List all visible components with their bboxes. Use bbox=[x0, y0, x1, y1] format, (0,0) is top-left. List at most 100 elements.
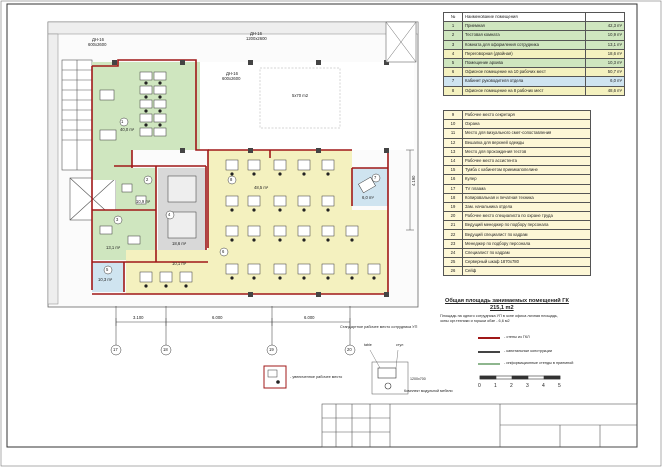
door-3-size: 1200x2600 bbox=[246, 36, 267, 41]
row-no: 3 bbox=[443, 39, 463, 50]
legend-name: Кулер bbox=[462, 174, 591, 185]
facade-band bbox=[47, 21, 419, 35]
title-block bbox=[321, 403, 638, 448]
left-facade bbox=[47, 33, 59, 305]
room-8-open-office bbox=[208, 150, 388, 294]
row-area: 50,7 m² bbox=[585, 67, 625, 78]
row-name: Тестовая комната bbox=[462, 30, 586, 41]
axis-label-2: 18 bbox=[163, 347, 168, 352]
room-4-area: 18,6 m² bbox=[172, 241, 187, 246]
row-no: 2 bbox=[443, 30, 463, 41]
workplace-dim: 1200x700 bbox=[410, 377, 426, 381]
legend-no: 25 bbox=[443, 256, 463, 268]
legend-no: 19 bbox=[443, 201, 463, 213]
corridor-area bbox=[200, 62, 414, 150]
legend-no: 22 bbox=[443, 229, 463, 240]
legend-no: 24 bbox=[443, 247, 463, 259]
legend-no: 10 bbox=[443, 119, 463, 130]
room-6-number: 6 bbox=[222, 249, 225, 254]
axis-label-1: 17 bbox=[113, 347, 118, 352]
legend-no: 14 bbox=[443, 155, 463, 167]
row-area: 6,0 m² bbox=[585, 76, 625, 87]
room-7-area: 6,0 m² bbox=[362, 195, 374, 200]
chairs bbox=[144, 81, 376, 288]
room-2-area: 10,9 m² bbox=[136, 199, 151, 204]
row-name: Кабинет руководителя отдела bbox=[462, 76, 586, 87]
legend-no: 15 bbox=[443, 165, 463, 176]
row-name: Офисное помещение на 8 рабочих мест bbox=[462, 85, 586, 96]
row-name: Офисное помещение на 10 рабочих мест bbox=[462, 67, 586, 78]
legend-name: Специалист по кадрам bbox=[462, 247, 591, 259]
legend-name: Место для визуального смет-сопоставления bbox=[462, 128, 591, 139]
workplace-caption: Комплект модульной мебели bbox=[404, 389, 453, 393]
header-name: Наименование помещения bbox=[462, 11, 586, 23]
workstations bbox=[99, 71, 381, 283]
legend-name: Зам. начальника отдела bbox=[462, 201, 591, 213]
legend-no: 26 bbox=[443, 266, 463, 277]
axis-markers bbox=[110, 306, 356, 356]
structural-columns bbox=[112, 60, 389, 297]
room-3-area: 13,1 m² bbox=[106, 245, 121, 250]
legend-name: Рабочее место ассистента bbox=[462, 155, 591, 167]
row-no: 8 bbox=[443, 85, 463, 96]
scale-3: 3 bbox=[526, 383, 529, 389]
legend-no: 20 bbox=[443, 211, 463, 222]
legend-no: 21 bbox=[443, 220, 463, 231]
workplace-label-right: стул bbox=[396, 343, 404, 347]
row-name: Переговорная (двойная) bbox=[462, 48, 586, 59]
shaft-label: 5x70 m2 bbox=[292, 93, 309, 98]
door-1-label: ДН-16 bbox=[92, 37, 104, 42]
workplace-title: Стандартное рабочее место сотрудника УП bbox=[340, 325, 418, 329]
scale-0: 0 bbox=[478, 383, 481, 389]
axis-label-3: 19 bbox=[269, 347, 274, 352]
room-8-number: 8 bbox=[230, 177, 233, 182]
legend-name: Менеджер по подбору персонала bbox=[462, 238, 591, 249]
legend-name: Охрана bbox=[462, 119, 591, 130]
wall-existing-caption: - капитальные конструкции bbox=[504, 349, 552, 353]
row-area: 18,6 m² bbox=[585, 48, 625, 59]
room-7-number: 7 bbox=[374, 175, 377, 180]
scale-4: 4 bbox=[542, 383, 545, 389]
room-1-number: 1 bbox=[121, 119, 124, 124]
row-area: 10,9 m² bbox=[585, 30, 625, 41]
legend-name: Сейф bbox=[462, 266, 591, 277]
legend-no: 11 bbox=[443, 128, 463, 139]
axis-label-4: 20 bbox=[347, 347, 352, 352]
legend-name: Рабочее место секретаря bbox=[462, 109, 591, 121]
door-2-size: 600x2600 bbox=[222, 76, 241, 81]
row-no: 6 bbox=[443, 67, 463, 78]
dim-bottom-2: 6.000 bbox=[212, 315, 223, 320]
row-no: 1 bbox=[443, 21, 463, 32]
row-no: 7 bbox=[443, 76, 463, 87]
scale-2: 2 bbox=[510, 383, 513, 389]
legend-name: TV плазма bbox=[462, 183, 591, 194]
wall-new-caption: - стены из ГКЛ bbox=[504, 335, 530, 339]
row-no: 5 bbox=[443, 57, 463, 69]
door-2-label: ДН-16 bbox=[226, 71, 238, 76]
row-area: 48,6 m² bbox=[585, 85, 625, 96]
header-area bbox=[585, 11, 625, 23]
dimension-right bbox=[406, 149, 414, 231]
equip-caption: - увеличенное рабочее место bbox=[290, 375, 343, 379]
room-1-area: 40,0 m² bbox=[120, 127, 135, 132]
row-no: 4 bbox=[443, 48, 463, 59]
